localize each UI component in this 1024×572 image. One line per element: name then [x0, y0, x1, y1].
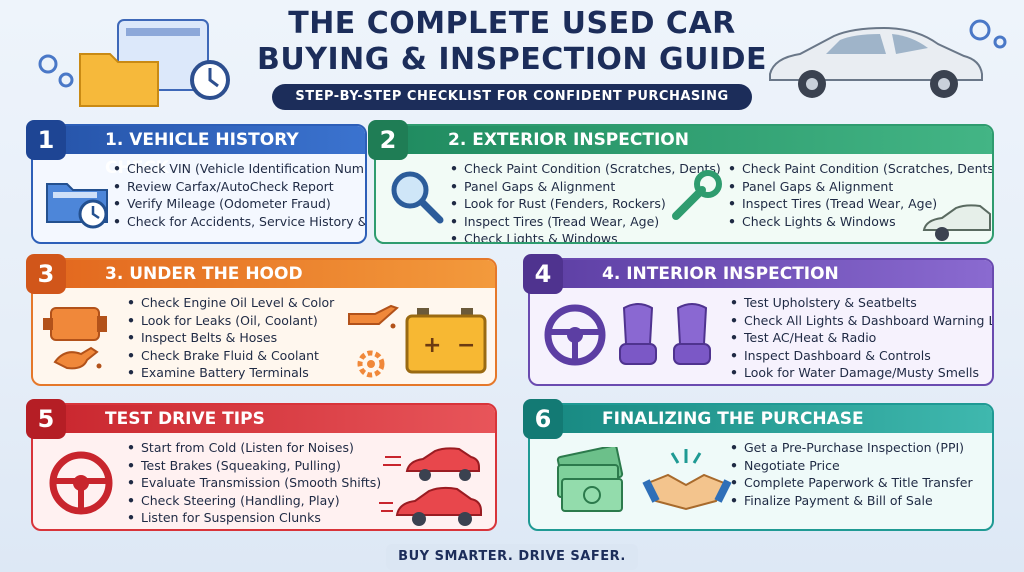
- gear-icon: [357, 350, 385, 378]
- section-test-drive: TEST DRIVE TIPS Start from Cold (Listen …: [31, 403, 497, 531]
- car-icon: [922, 204, 991, 241]
- list-item: Test Brakes (Squeaking, Pulling): [127, 457, 381, 475]
- list-item: Examine Battery Terminals: [127, 364, 334, 382]
- list-item: Test AC/Heat & Radio: [730, 329, 992, 347]
- footer-tagline: BUY SMARTER. DRIVE SAFER.: [386, 544, 638, 570]
- list-item: Check Lights & Windows: [450, 230, 721, 242]
- list-item: Evaluate Transmission (Smooth Shifts): [127, 474, 381, 492]
- list-item: Check Lights & Windows: [728, 213, 992, 231]
- engine-icon: [43, 307, 107, 370]
- battery-icon: + −: [405, 308, 487, 374]
- list-item: Inspect Tires (Tread Wear, Age): [450, 213, 721, 231]
- section-number-badge: 5: [26, 399, 66, 439]
- section-title: TEST DRIVE TIPS: [33, 405, 495, 433]
- section-title: FINALIZING THE PURCHASE: [530, 405, 992, 433]
- section-number-badge: 2: [368, 120, 408, 160]
- list-item: Panel Gaps & Alignment: [450, 178, 721, 196]
- car-icon: [383, 447, 480, 481]
- header-car-icon: [769, 26, 983, 98]
- list-item: Review Carfax/AutoCheck Report: [113, 178, 365, 196]
- list-item: Listen for Suspension Clunks: [127, 509, 381, 527]
- section-interior-inspection: 4. INTERIOR INSPECTION Test Upholstery &…: [528, 258, 994, 386]
- svg-text:−: −: [457, 333, 475, 358]
- section-number-badge: 4: [523, 254, 563, 294]
- list-item: Test Upholstery & Seatbelts: [730, 294, 992, 312]
- steering-wheel-icon: [49, 451, 113, 515]
- steering-wheel-icon: [544, 304, 606, 366]
- list-item: Negotiate Price: [730, 457, 973, 475]
- list-item: Inspect Dashboard & Controls: [730, 347, 992, 365]
- oil-can-icon: [348, 304, 399, 329]
- list-item: Look for Rust (Fenders, Rockers): [450, 195, 721, 213]
- header-gear-icon: [969, 19, 1007, 49]
- list-item: Look for Water Damage/Musty Smells: [730, 364, 992, 382]
- list-item: Check Paint Condition (Scratches, Dents): [728, 160, 992, 178]
- section-title: 1. VEHICLE HISTORY CHECK: [33, 126, 365, 178]
- list-item: Verify Mileage (Odometer Fraud): [113, 195, 365, 213]
- folder-icon: [46, 183, 108, 229]
- list-item: Complete Paperwork & Title Transfer: [730, 474, 973, 492]
- section-under-the-hood: 3. UNDER THE HOOD Check Engine Oil Level…: [31, 258, 497, 386]
- section-vehicle-history: 1. VEHICLE HISTORY CHECK Check VIN (Vehi…: [31, 124, 367, 244]
- section-exterior-inspection: 2. EXTERIOR INSPECTION Check Paint Condi…: [374, 124, 994, 244]
- section-number-badge: 6: [523, 399, 563, 439]
- list-item: Check All Lights & Dashboard Warning Lig…: [730, 312, 992, 330]
- page-title-line1: THE COMPLETE USED CAR: [288, 6, 736, 41]
- section-number-badge: 3: [26, 254, 66, 294]
- car-icon: [379, 486, 482, 526]
- list-item: Start from Cold (Listen for Noises): [127, 439, 381, 457]
- list-item: Check Brake Fluid & Coolant: [127, 347, 334, 365]
- section-number-badge: 1: [26, 120, 66, 160]
- section-title: 2. EXTERIOR INSPECTION: [376, 126, 992, 154]
- svg-text:+: +: [423, 333, 441, 358]
- handshake-icon: [642, 449, 732, 511]
- page-title-line2: BUYING & INSPECTION GUIDE: [257, 42, 767, 77]
- section-title: 4. INTERIOR INSPECTION: [530, 260, 992, 288]
- list-item: Get a Pre-Purchase Inspection (PPI): [730, 439, 973, 457]
- money-icon: [556, 447, 624, 512]
- section-finalizing-purchase: FINALIZING THE PURCHASE Get a Pre-Purcha…: [528, 403, 994, 531]
- magnifier-icon: [391, 171, 444, 224]
- list-item: Inspect Belts & Hoses: [127, 329, 334, 347]
- list-item: Look for Leaks (Oil, Coolant): [127, 312, 334, 330]
- section-title: 3. UNDER THE HOOD: [33, 260, 495, 288]
- header-folder-clock-icon: [38, 19, 230, 107]
- page-subtitle: STEP-BY-STEP CHECKLIST FOR CONFIDENT PUR…: [272, 84, 752, 110]
- list-item: Check Paint Condition (Scratches, Dents): [450, 160, 721, 178]
- wrench-icon: [672, 170, 722, 220]
- list-item: Panel Gaps & Alignment: [728, 178, 992, 196]
- list-item: Finalize Payment & Bill of Sale: [730, 492, 973, 510]
- seat-icon: [619, 303, 711, 365]
- list-item: Check for Accidents, Service History & R…: [113, 213, 365, 231]
- list-item: Check VIN (Vehicle Identification Number…: [113, 160, 365, 178]
- list-item: Check Engine Oil Level & Color: [127, 294, 334, 312]
- list-item: Inspect Tires (Tread Wear, Age): [728, 195, 992, 213]
- list-item: Check Steering (Handling, Play): [127, 492, 381, 510]
